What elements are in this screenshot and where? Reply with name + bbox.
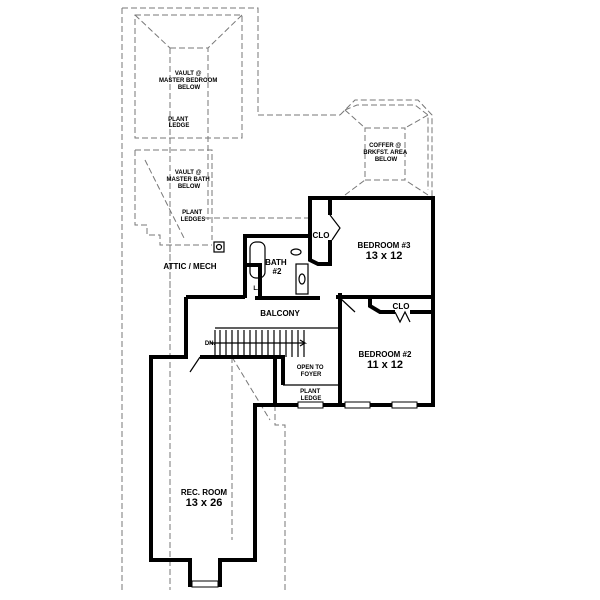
toilet-icon — [290, 248, 302, 256]
sink-icon — [298, 273, 306, 285]
bathtub-icon — [249, 241, 266, 279]
label-vault-master-bath: VAULT @ MASTER BATH BELOW — [167, 170, 212, 190]
mech-unit-circle — [215, 243, 223, 251]
label-plant-ledge-lower: PLANT LEDGE — [300, 389, 322, 402]
label-bedroom3-name: BEDROOM #3 — [358, 241, 411, 250]
label-clo-bedroom3: CLO — [313, 231, 330, 240]
closet-door-2 — [394, 310, 411, 324]
door-swings — [189, 297, 356, 373]
window — [191, 580, 219, 588]
window — [297, 401, 324, 409]
stair-direction-arrow — [210, 339, 308, 347]
window — [344, 401, 371, 409]
mech-unit-icon — [213, 241, 225, 253]
label-plant-ledges: PLANT LEDGES — [181, 210, 206, 223]
label-bedroom3-size: 13 x 12 — [366, 250, 403, 262]
label-rec-room-name: REC. ROOM — [181, 488, 228, 497]
attic-outlines — [121, 7, 433, 590]
label-attic-mech: ATTIC / MECH — [163, 262, 216, 271]
closet-door — [329, 214, 341, 241]
label-coffer: COFFER @ BRKFST. AREA BELOW — [363, 143, 408, 163]
label-bath2: BATH #2 — [265, 258, 289, 276]
label-clo-bedroom2: CLO — [393, 302, 410, 311]
window — [391, 401, 418, 409]
interior-details — [189, 214, 418, 588]
label-rec-room-size: 13 x 26 — [186, 497, 223, 509]
vanity — [295, 263, 309, 295]
label-plant-ledge-upper: PLANT LEDGE — [168, 117, 190, 129]
label-vault-master-bedroom: VAULT @ MASTER BEDROOM BELOW — [159, 71, 219, 91]
label-open-to-foyer: OPEN TO FOYER — [297, 365, 326, 378]
label-linen: L. — [253, 286, 259, 292]
label-bedroom2-name: BEDROOM #2 — [359, 350, 412, 359]
stairs — [210, 330, 308, 357]
label-balcony: BALCONY — [260, 309, 300, 318]
label-stairs-dn: DN. — [205, 341, 216, 347]
label-bedroom2-size: 11 x 12 — [367, 359, 403, 371]
